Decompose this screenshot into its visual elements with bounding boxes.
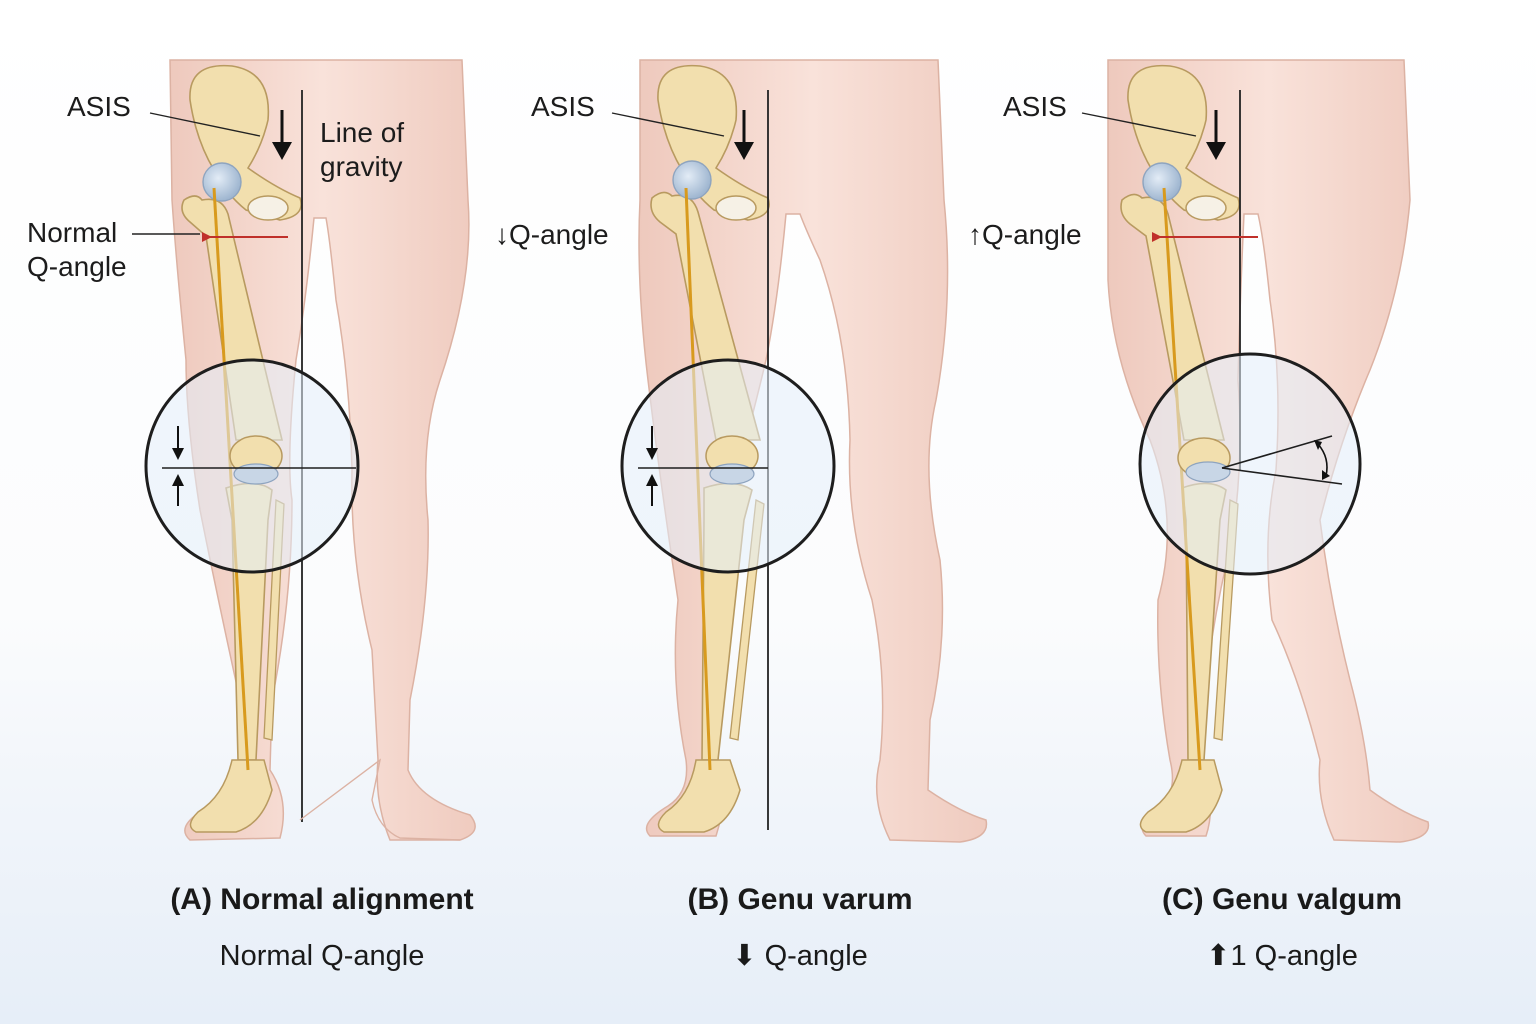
caption-genu-valgum: (C) Genu valgum ⬆1 Q-angle — [1072, 882, 1492, 974]
caption-title: (C) Genu valgum — [1161, 883, 1402, 916]
valgus-angle-line-lower — [1221, 467, 1343, 485]
gravity-arrow — [734, 110, 754, 160]
foot-bones — [189, 759, 273, 833]
increased-q-angle-label: ↑Q-angle — [968, 219, 1082, 250]
caption-subtitle: ⬇ Q-angle — [732, 940, 868, 972]
decreased-q-angle-label: ↓Q-angle — [495, 219, 609, 250]
gravity-arrow — [1206, 110, 1226, 160]
second-leg — [299, 758, 461, 841]
asis-leader-line — [611, 112, 725, 137]
caption-normal-alignment: (A) Normal alignment Normal Q-angle — [112, 882, 532, 974]
knee-inset-circle — [144, 358, 360, 574]
caption-subtitle: Normal Q-angle — [219, 940, 425, 972]
femoral-head — [202, 162, 242, 202]
gravity-label-line1: Line of — [320, 117, 405, 148]
panel-genu-varum — [611, 59, 988, 843]
q-label-line1: Normal — [27, 217, 118, 248]
panel-normal-alignment — [132, 59, 476, 841]
caption-title: (A) Normal alignment — [170, 883, 474, 916]
asis-label: ASIS — [67, 91, 131, 122]
femoral-head — [672, 160, 712, 200]
gravity-label-line2: gravity — [320, 151, 403, 182]
gravity-label: Line of gravity — [320, 116, 404, 184]
knee-inset-circle — [620, 358, 836, 574]
asis-leader-line — [1081, 112, 1197, 137]
knee-inset-circle — [1138, 352, 1362, 576]
asis-label: ASIS — [1003, 91, 1067, 122]
foot-bones — [657, 759, 741, 833]
panel-genu-valgum — [1081, 59, 1430, 843]
q-label-line2: Q-angle — [27, 251, 127, 282]
caption-genu-varum: (B) Genu varum ⬇ Q-angle — [590, 882, 1010, 974]
foot-bones — [1139, 759, 1223, 833]
asis-label: ASIS — [531, 91, 595, 122]
caption-subtitle: ⬆1 Q-angle — [1206, 940, 1358, 972]
normal-q-angle-label: Normal Q-angle — [27, 216, 127, 284]
body-silhouette — [638, 59, 988, 843]
femoral-head — [1142, 162, 1182, 202]
caption-title: (B) Genu varum — [687, 883, 913, 916]
asis-leader-line — [149, 112, 261, 137]
gravity-arrow — [272, 110, 292, 160]
valgus-angle-line-upper — [1221, 435, 1333, 469]
